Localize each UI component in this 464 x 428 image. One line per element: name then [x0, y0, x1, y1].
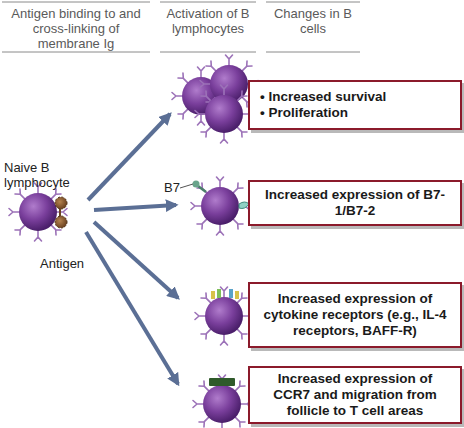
molecule-label: B7 — [164, 180, 184, 195]
column-header: Activation of B lymphocytes — [162, 6, 254, 36]
box-text: Increased expression of cytokine recepto… — [260, 291, 450, 339]
antigen-symbol — [55, 197, 67, 228]
naive-b-cell — [9, 183, 67, 241]
cell-label: Naive B lymphocyte — [4, 160, 84, 190]
header-rules — [2, 2, 360, 52]
arrow — [94, 205, 176, 210]
ccr7-cell — [193, 375, 251, 428]
result-box: Increased expression of B7-1/B7-2 — [248, 180, 462, 226]
box-text: • Proliferation — [260, 105, 450, 121]
cytokine-receptor-cell — [195, 287, 253, 345]
column-header: Changes in B cells — [268, 6, 358, 36]
column-header: Antigen binding to and cross-linking of … — [4, 6, 148, 51]
result-box: Increased expression of cytokine recepto… — [248, 282, 462, 348]
arrow — [88, 114, 170, 200]
box-text: Increased expression of CCR7 and migrati… — [260, 371, 450, 419]
result-box: • Increased survival• Proliferation — [248, 80, 462, 130]
proliferating-cells — [172, 55, 258, 143]
box-text: • Increased survival — [260, 89, 450, 105]
arrow — [94, 222, 178, 298]
antigen-label: Antigen — [40, 256, 110, 271]
box-text: Increased expression of B7-1/B7-2 — [260, 187, 450, 219]
result-box: Increased expression of CCR7 and migrati… — [248, 366, 462, 424]
b7-cell — [180, 177, 249, 235]
arrow — [86, 232, 178, 384]
activation-arrows — [86, 114, 178, 384]
